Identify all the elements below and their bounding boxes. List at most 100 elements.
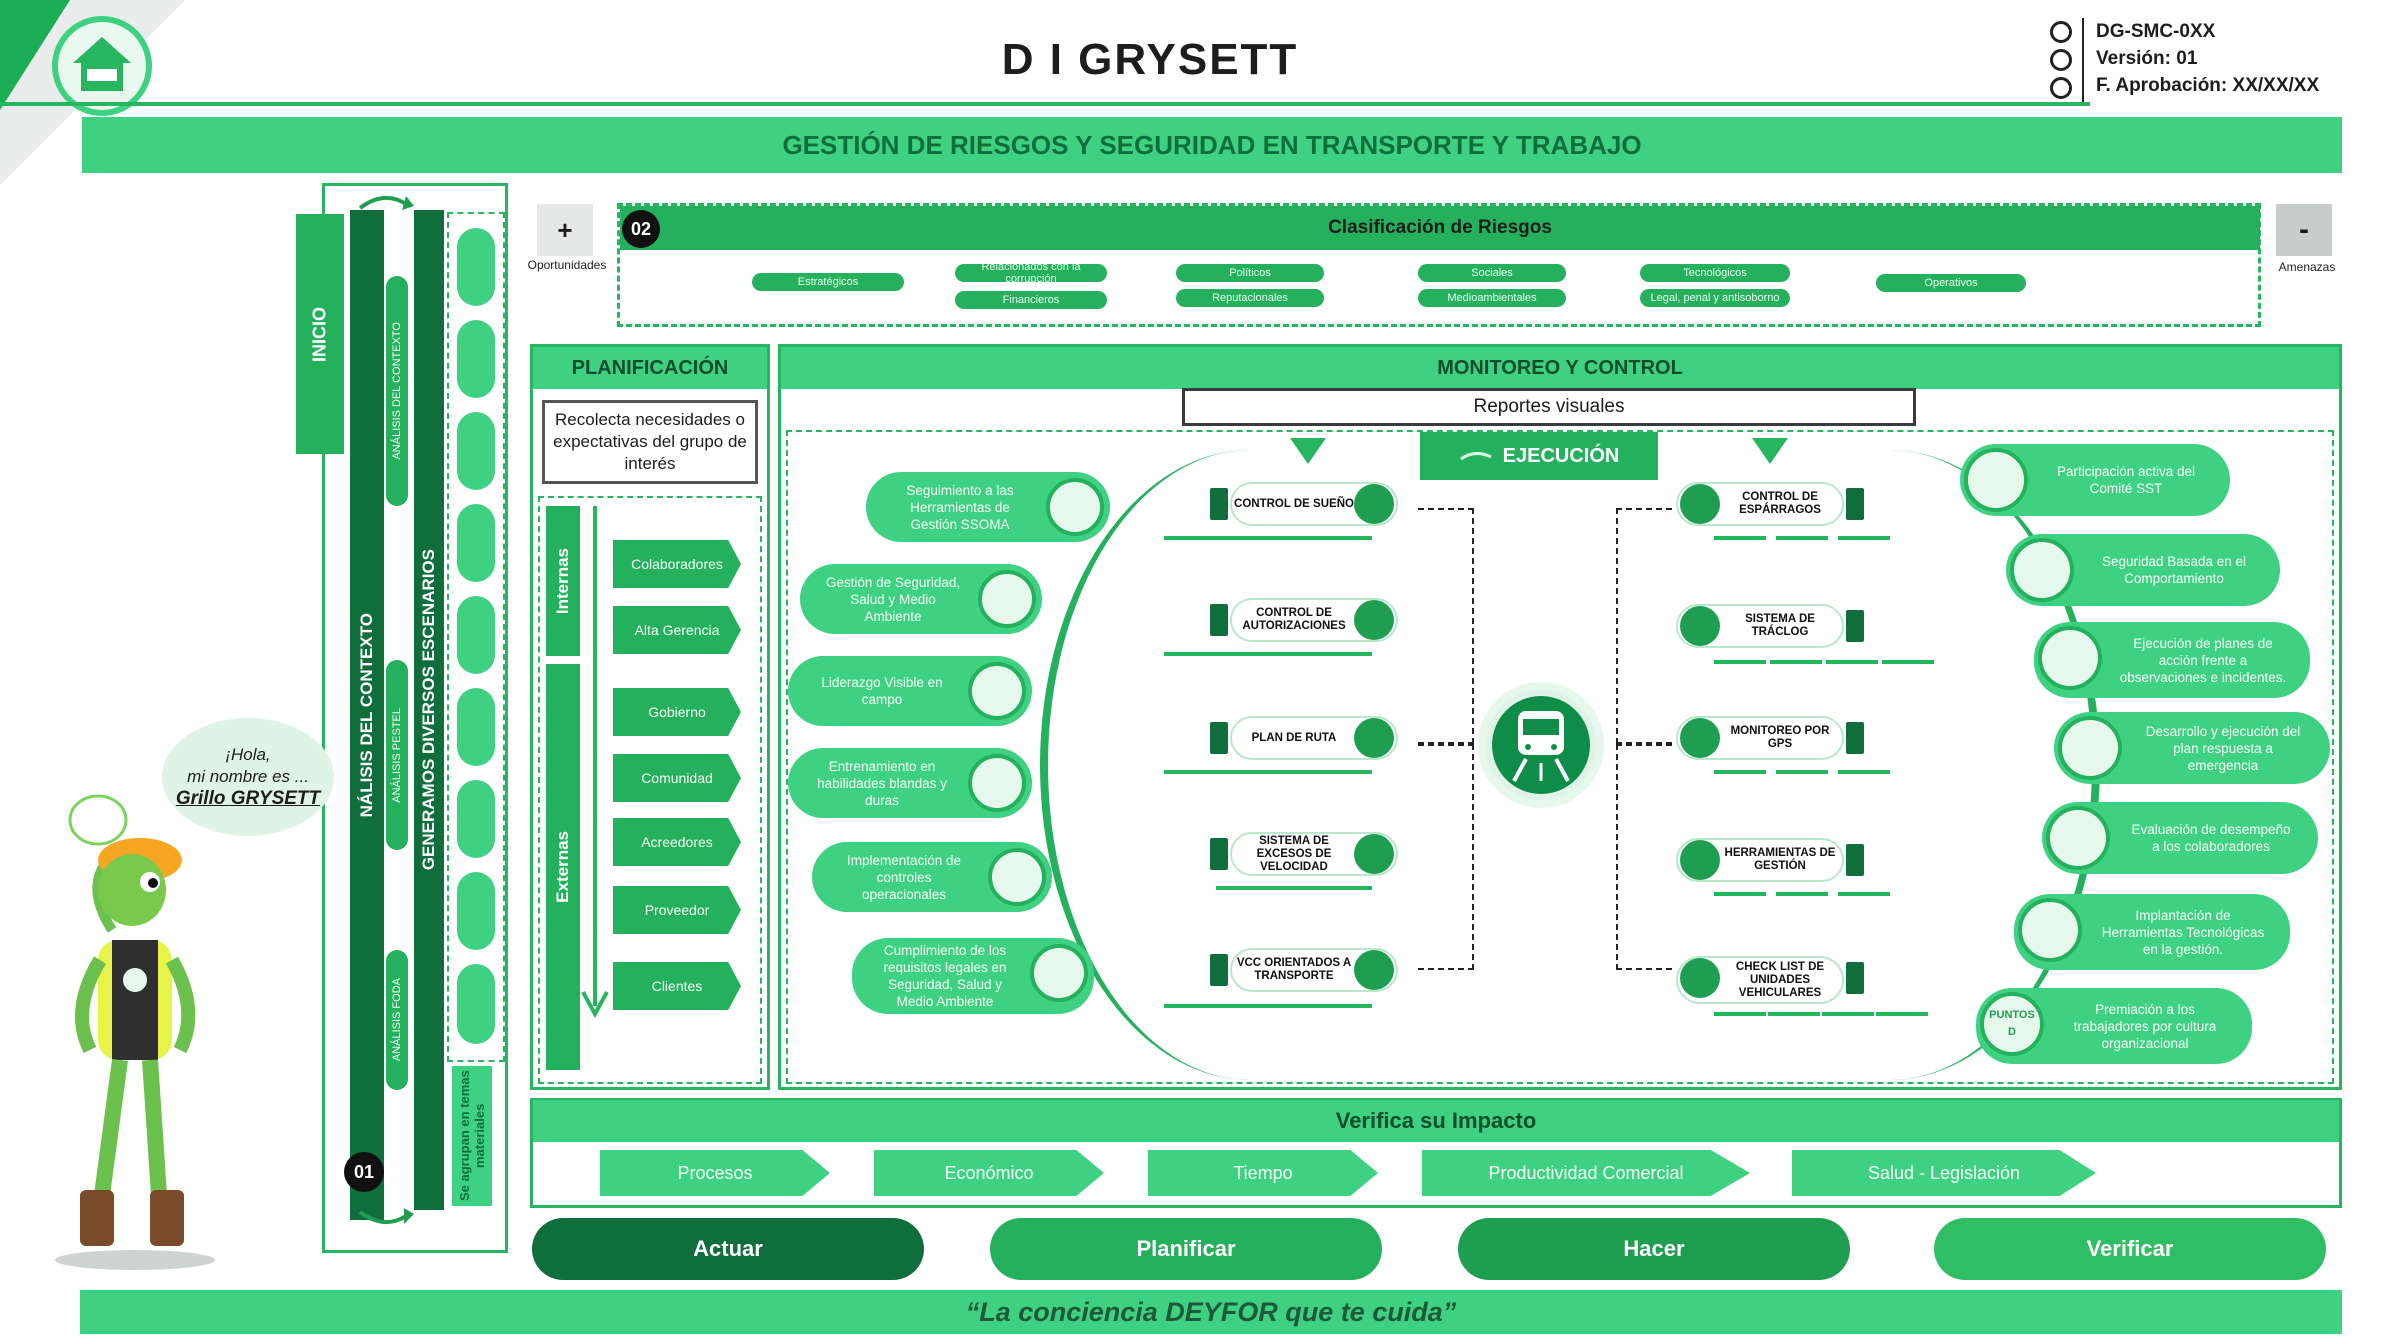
left-arc — [1040, 450, 1460, 1080]
threats-minus-button[interactable]: - — [2276, 204, 2332, 256]
execution-label: EJECUCIÓN — [1420, 432, 1658, 480]
doc-icon — [1210, 954, 1228, 986]
connector-left-top — [1418, 508, 1474, 744]
sub-note — [1320, 536, 1372, 542]
risk-pill-social: Sociales — [1418, 264, 1566, 282]
shield-icon — [978, 570, 1036, 628]
monitoring-title: MONITOREO Y CONTROL — [781, 347, 2339, 389]
tools-icon — [1046, 478, 1104, 536]
sub-note — [1164, 1004, 1216, 1010]
vcc-icon — [1354, 950, 1394, 990]
doc-icon — [1846, 844, 1864, 876]
node-gps: MONITOREO POR GPS — [1676, 716, 1864, 760]
sub-note — [1770, 660, 1822, 666]
node-bolts-control: CONTROL DE ESPÁRRAGOS — [1676, 482, 1864, 526]
execution-arrow-icon — [1459, 452, 1492, 461]
plan-icon — [2038, 626, 2102, 690]
opportunities-plus-button[interactable]: + — [537, 204, 593, 256]
right-item-awards: PUNTOS D Premiación a los trabajadores p… — [1976, 988, 2252, 1064]
sub-note — [1776, 892, 1828, 898]
phase-plan-button[interactable]: Planificar — [990, 1218, 1382, 1280]
node-route-plan: PLAN DE RUTA — [1210, 716, 1398, 760]
left-item-legal: Cumplimiento de los requisitos legales e… — [852, 938, 1094, 1014]
impact-health-legislation: Salud - Legislación — [1792, 1150, 2096, 1196]
pestel-sub-pill: ANÁLISIS PESTEL — [386, 660, 408, 850]
hands-shield-icon — [2010, 538, 2074, 602]
threats-label: Amenazas — [2278, 260, 2336, 274]
sub-note — [1882, 660, 1934, 666]
material-topics-label: Se agrupan en temas materiales — [452, 1066, 492, 1206]
scenario-tile — [457, 872, 495, 950]
left-item-controls: Implementación de controles operacionale… — [812, 842, 1052, 912]
scenario-tile — [457, 504, 495, 582]
risk-pill-reputational: Reputacionales — [1176, 289, 1324, 307]
node-speed-excess: SISTEMA DE EXCESOS DE VELOCIDAD — [1210, 832, 1398, 876]
sub-note — [1714, 892, 1766, 898]
impact-time: Tiempo — [1148, 1150, 1378, 1196]
doc-icon — [1846, 722, 1864, 754]
right-item-technology: Implantación de Herramientas Tecnológica… — [2014, 894, 2290, 970]
risk-pill-financial: Financieros — [955, 291, 1107, 309]
phase-act-button[interactable]: Actuar — [532, 1218, 924, 1280]
connector-right-top — [1616, 508, 1672, 744]
sub-note — [1268, 652, 1320, 658]
scenario-tile — [457, 228, 495, 306]
bus-icon — [1492, 696, 1590, 794]
context-analysis-bar: NÁLISIS DEL CONTEXTO — [350, 210, 384, 1220]
cycle-arrow-top-icon — [358, 196, 414, 210]
mascot-speech-bubble: ¡Hola, mi nombre es ... Grillo GRYSETT — [162, 718, 334, 836]
main-banner: GESTIÓN DE RIESGOS Y SEGURIDAD EN TRANSP… — [82, 117, 2342, 173]
node-vcc-transport: VCC ORIENTADOS A TRANSPORTE — [1210, 948, 1398, 992]
sub-note — [1838, 770, 1890, 776]
node-sleep-control: CONTROL DE SUEÑO — [1210, 482, 1398, 526]
header-divider — [0, 102, 2090, 106]
left-item-training: Entrenamiento en habilidades blandas y d… — [788, 748, 1032, 818]
context-sub-pill: ANÁLISIS DEL CONTEXTO — [386, 276, 408, 506]
sub-note — [1320, 886, 1372, 892]
version-icon — [2050, 49, 2072, 71]
scenario-tile — [457, 964, 495, 1044]
opportunities-label: Oportunidades — [527, 258, 607, 272]
phase-check-button[interactable]: Verificar — [1934, 1218, 2326, 1280]
right-item-behavior: Seguridad Basada en el Comportamiento — [2006, 534, 2280, 606]
sub-note — [1268, 536, 1320, 542]
gps-icon — [1680, 718, 1720, 758]
sub-note — [1714, 660, 1766, 666]
sub-note — [1164, 770, 1216, 776]
risk-pill-corruption: Relacionados con la corrupción — [955, 261, 1107, 285]
planning-box — [530, 344, 770, 1090]
committee-icon — [1964, 448, 2028, 512]
sleep-icon — [1354, 484, 1394, 524]
right-item-emergency: Desarrollo y ejecución del plan respuest… — [2054, 712, 2330, 784]
control-icon — [988, 848, 1046, 906]
planning-title: PLANIFICACIÓN — [533, 347, 767, 389]
monitoring-dashed-area — [786, 430, 2334, 1084]
approval-icon — [2050, 77, 2072, 99]
sub-note — [1164, 536, 1216, 542]
impact-processes: Procesos — [600, 1150, 830, 1196]
tools-doc-icon — [1680, 840, 1720, 880]
right-item-evaluation: Evaluación de desempeño a los colaborado… — [2042, 802, 2318, 874]
risk-pill-technological: Tecnológicos — [1640, 264, 1790, 282]
connector-left-bottom — [1418, 744, 1474, 970]
sub-note — [1320, 1004, 1372, 1010]
phase-do-button[interactable]: Hacer — [1458, 1218, 1850, 1280]
scenario-tile — [457, 320, 495, 398]
code-icon — [2050, 21, 2072, 43]
down-arrow-right-icon — [1752, 438, 1788, 464]
scenario-tile — [457, 596, 495, 674]
sub-note — [1776, 536, 1828, 542]
sub-note — [1164, 652, 1216, 658]
node-management-tools: HERRAMIENTAS DE GESTIÓN — [1676, 838, 1864, 882]
impact-productivity: Productividad Comercial — [1422, 1150, 1750, 1196]
document-code-box: DG-SMC-0XX Versión: 01 F. Aprobación: XX… — [2042, 18, 2402, 102]
context-frame — [322, 183, 508, 1253]
risk-pill-strategic: Estratégicos — [752, 273, 904, 291]
risk-pill-environmental: Medioambientales — [1418, 289, 1566, 307]
sub-note — [1268, 770, 1320, 776]
stakeholder-government: Gobierno — [613, 688, 741, 736]
training-icon — [968, 754, 1026, 812]
inicio-label: INICIO — [296, 214, 344, 454]
sub-note — [1822, 1012, 1874, 1018]
leader-icon — [968, 662, 1026, 720]
